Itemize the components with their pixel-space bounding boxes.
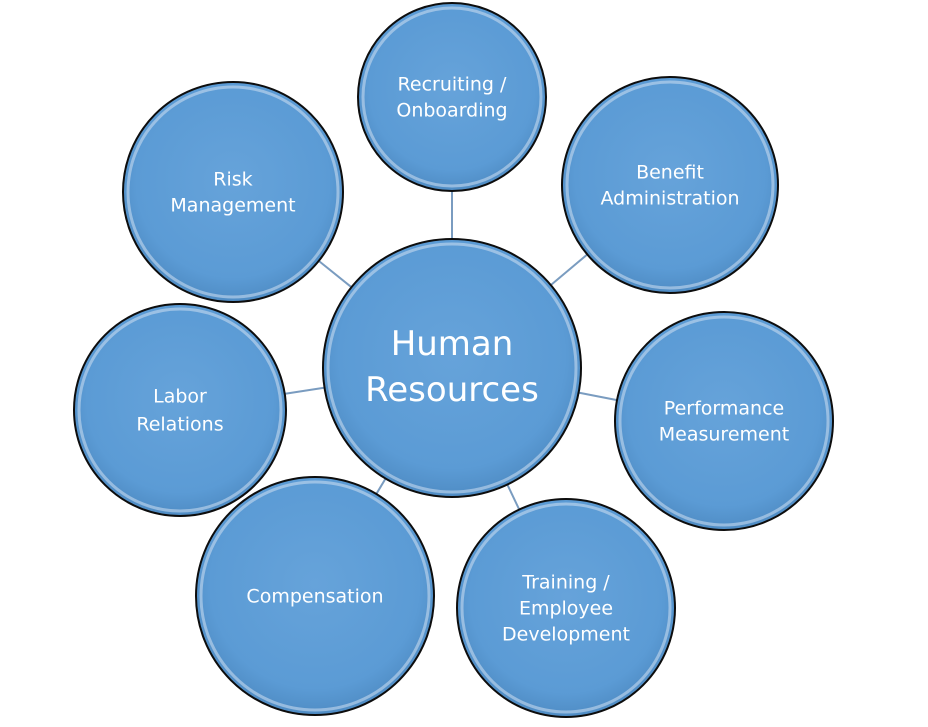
node-labor-relations-rim	[77, 307, 283, 513]
node-compensation-label-line: Compensation	[246, 586, 383, 608]
hub-human-resources-label-line: Resources	[365, 370, 539, 410]
node-risk-management-label-line: Risk	[213, 169, 252, 191]
node-recruiting-onboarding-circle	[357, 2, 547, 192]
connector-compensation	[374, 476, 388, 497]
node-performance-measurement-label-line: Performance	[664, 398, 784, 420]
node-recruiting-onboarding-rim	[361, 6, 543, 188]
node-compensation: Compensation	[195, 476, 435, 716]
node-training-employee-development-label-line: Training /	[521, 572, 610, 594]
node-training-employee-development-label-line: Employee	[519, 598, 613, 620]
node-recruiting-onboarding-label-line: Recruiting /	[398, 74, 507, 96]
node-risk-management-label-line: Management	[170, 195, 295, 217]
connector-benefit-administration	[548, 252, 590, 288]
connector-risk-management	[316, 258, 354, 290]
node-benefit-administration-label-line: Benefit	[636, 162, 704, 184]
hub-human-resources-label-line: Human	[391, 324, 514, 364]
connector-performance-measurement	[576, 391, 620, 402]
node-performance-measurement-label-line: Measurement	[659, 424, 789, 446]
connector-lines	[282, 189, 620, 512]
node-training-employee-development-rim	[460, 502, 672, 714]
node-benefit-administration-circle	[561, 76, 779, 294]
node-performance-measurement-circle	[614, 311, 834, 531]
hub-human-resources-rim	[326, 242, 578, 494]
node-recruiting-onboarding-label: Recruiting / Onboarding	[396, 74, 507, 122]
connector-training-employee-development	[505, 482, 521, 512]
node-performance-measurement-rim	[618, 315, 830, 527]
node-recruiting-onboarding-label-line: Onboarding	[396, 100, 507, 122]
node-compensation-circle	[195, 476, 435, 716]
node-labor-relations-label-line: Relations	[136, 414, 223, 436]
node-labor-relations-circle	[73, 303, 287, 517]
node-training-employee-development-label-line: Development	[502, 624, 630, 646]
node-risk-management-rim	[126, 85, 340, 299]
node-training-employee-development-circle	[456, 498, 676, 718]
node-compensation-label: Compensation	[246, 586, 383, 608]
connector-labor-relations	[282, 386, 327, 396]
node-benefit-administration-rim	[565, 80, 775, 290]
node-labor-relations-label-line: Labor	[153, 386, 207, 408]
node-benefit-administration-label-line: Administration	[600, 188, 739, 210]
hub-human-resources-circle	[322, 238, 582, 498]
node-risk-management-circle	[122, 81, 344, 303]
node-compensation-rim	[199, 480, 431, 712]
node-recruiting-onboarding: Recruiting / Onboarding	[357, 2, 547, 192]
